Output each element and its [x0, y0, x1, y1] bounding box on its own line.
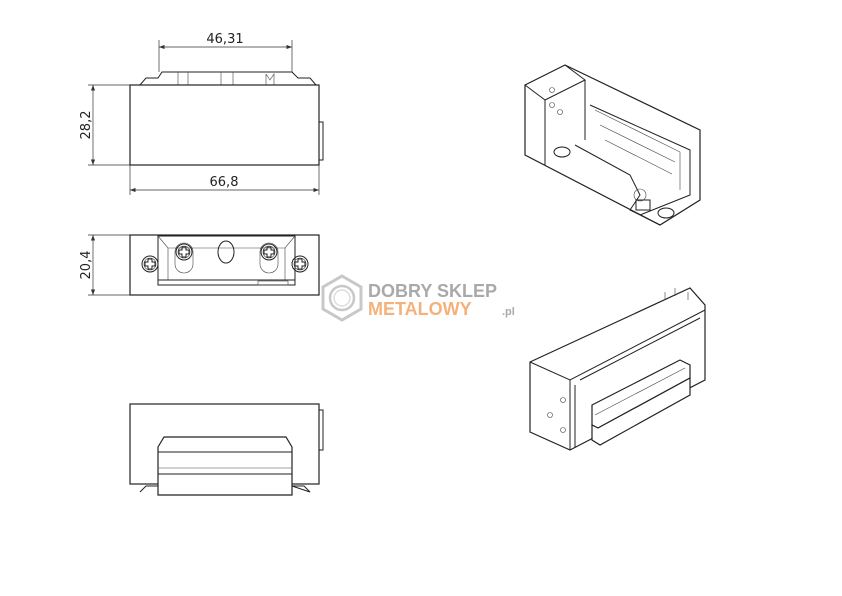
dim-length: 66,8 — [210, 175, 239, 190]
side-view: 46,31 28,2 66,8 — [79, 32, 324, 195]
isometric-view-bottom — [529, 287, 706, 451]
isometric-view-top — [524, 64, 701, 226]
dim-top-width: 46,31 — [206, 32, 243, 47]
logo-line1: DOBRY SKLEP — [368, 281, 497, 301]
dim-depth: 20,4 — [79, 251, 94, 280]
logo-line2: METALOWY — [368, 299, 472, 319]
logo-suffix: .pl — [502, 306, 515, 318]
front-view: 20,4 — [79, 234, 320, 296]
dim-height: 28,2 — [79, 111, 94, 140]
rear-view — [129, 403, 324, 496]
brand-logo: DOBRY SKLEP METALOWY .pl — [321, 274, 515, 322]
